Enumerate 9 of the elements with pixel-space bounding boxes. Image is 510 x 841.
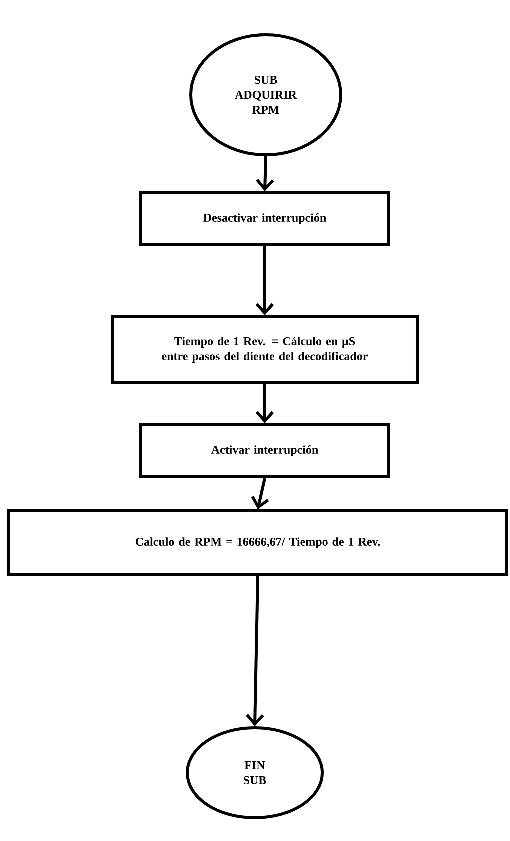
arrow <box>246 576 264 726</box>
arrow <box>256 246 274 316</box>
arrow <box>251 478 270 510</box>
process-box: Activar interrupción <box>140 424 390 478</box>
process-box: Calculo de RPM = 16666,67/ Tiempo de 1 Rev. <box>8 510 508 576</box>
process-box: Tiempo de 1 Rev. = Cálculo en µS entre pasos del diente del decodificador <box>111 316 419 384</box>
process-box: Desactivar interrupción <box>140 192 390 246</box>
arrow <box>256 156 274 192</box>
arrow <box>256 384 274 424</box>
